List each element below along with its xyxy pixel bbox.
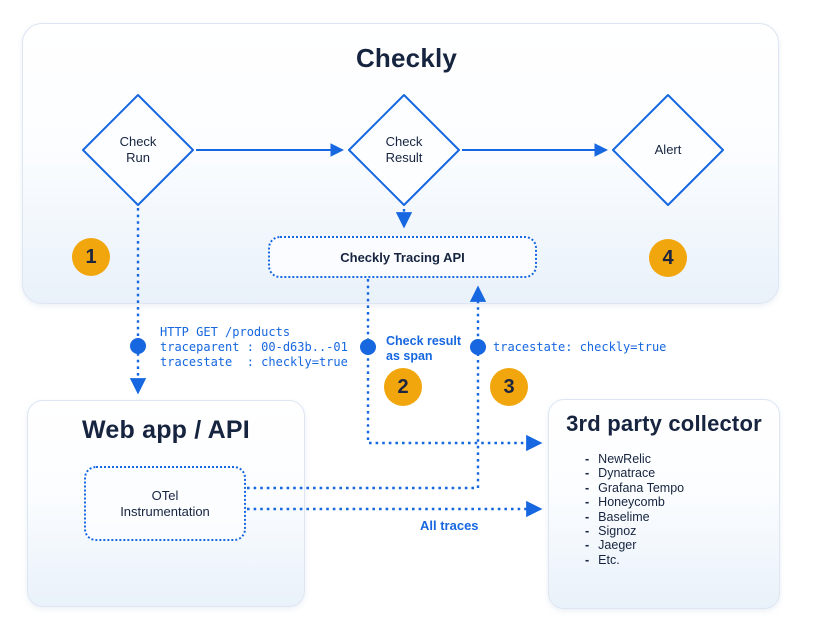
- tracing-api-box: Checkly Tracing API: [268, 236, 537, 278]
- http-request-label: HTTP GET /products traceparent : 00-d63b…: [160, 325, 348, 369]
- list-item: Grafana Tempo: [585, 481, 684, 495]
- step-badge-1: 1: [72, 238, 110, 276]
- list-item: Jaeger: [585, 538, 684, 552]
- list-item: Honeycomb: [585, 495, 684, 509]
- otel-instrumentation-box: OTel Instrumentation: [84, 466, 246, 541]
- all-traces-label: All traces: [420, 518, 479, 533]
- list-item: Etc.: [585, 553, 684, 567]
- step-badge-3: 3: [490, 368, 528, 406]
- collector-vendor-list: NewRelic Dynatrace Grafana Tempo Honeyco…: [585, 452, 684, 567]
- webapp-panel-title: Web app / API: [82, 416, 250, 444]
- tracestate-label: tracestate: checkly=true: [493, 340, 667, 354]
- waypoint-dot-1: [130, 338, 146, 354]
- alert-label: Alert: [654, 142, 682, 157]
- list-item: NewRelic: [585, 452, 684, 466]
- tracing-api-label: Checkly Tracing API: [340, 249, 465, 265]
- waypoint-dot-3: [470, 339, 486, 355]
- otel-instrumentation-label: OTel Instrumentation: [120, 487, 210, 519]
- list-item: Baselime: [585, 510, 684, 524]
- collector-panel-title: 3rd party collector: [566, 411, 762, 436]
- checkly-panel-title: Checkly: [355, 43, 458, 73]
- check-result-span-label: Check result as span: [386, 334, 462, 363]
- list-item: Signoz: [585, 524, 684, 538]
- check-result-label: Check Result: [385, 134, 423, 165]
- waypoint-dot-2: [360, 339, 376, 355]
- list-item: Dynatrace: [585, 466, 684, 480]
- step-badge-2: 2: [384, 368, 422, 406]
- check-run-label: Check Run: [119, 134, 157, 165]
- step-badge-4: 4: [649, 239, 687, 277]
